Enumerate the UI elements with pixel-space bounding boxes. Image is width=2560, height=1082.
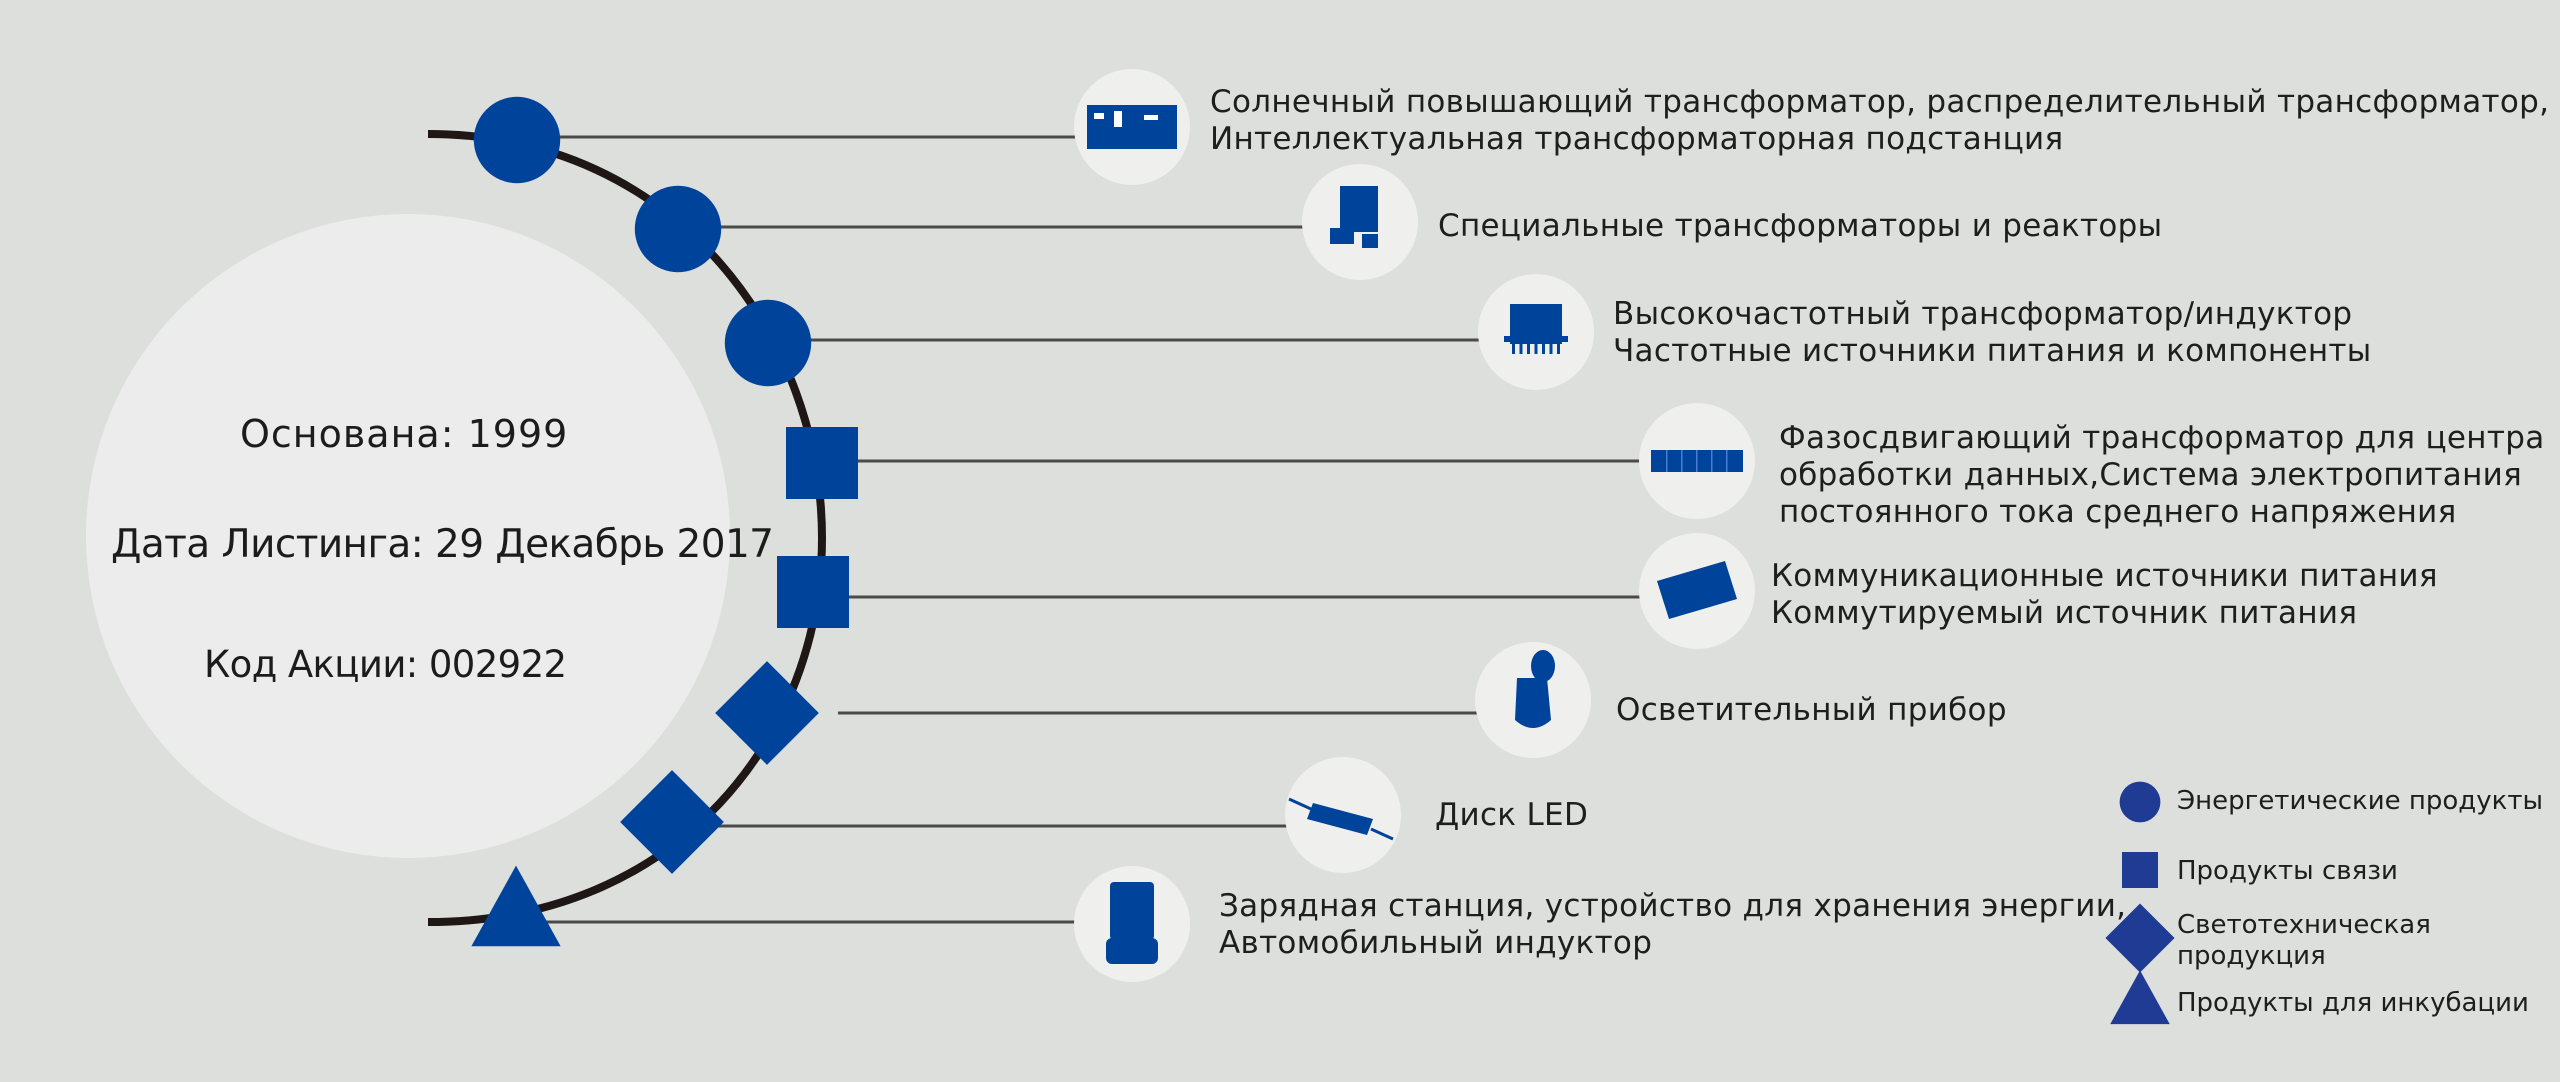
company-info-circle: [86, 214, 730, 858]
legend-marker-circle: [2119, 781, 2161, 823]
marker-diamond: [715, 661, 819, 765]
product-label: Специальные трансформаторы и реакторы: [1438, 208, 2162, 245]
legend-label: Энергетические продукты: [2177, 786, 2543, 817]
product-label-line: Коммуникационные источники питания: [1771, 558, 2438, 594]
hf-transformer-icon: [1478, 274, 1594, 390]
legend-marker-square: [2122, 852, 2158, 888]
legend-label-line: продукция: [2177, 941, 2326, 971]
founded-text: Основана: 1999: [240, 412, 569, 456]
marker-diamond: [620, 770, 724, 874]
product-label-line: Частотные источники питания и компоненты: [1613, 333, 2372, 369]
legend-label: Продукты связи: [2177, 856, 2398, 887]
marker-circle: [473, 96, 561, 184]
product-label-line: Коммутируемый источник питания: [1771, 595, 2358, 631]
timeline-arc: [427, 130, 827, 926]
phase-shift-transformer-icon: [1639, 403, 1755, 519]
legend-label: Продукты для инкубации: [2177, 988, 2529, 1019]
product-label-line: Зарядная станция, устройство для хранени…: [1219, 888, 2127, 924]
product-label-line: Специальные трансформаторы и реакторы: [1438, 208, 2163, 244]
product-label-line: Высокочастотный трансформатор/индуктор: [1613, 296, 2353, 332]
product-label: Диск LED: [1435, 797, 1588, 834]
marker-circle: [634, 185, 722, 273]
marker-circle: [724, 299, 812, 387]
product-label: Солнечный повышающий трансформатор, расп…: [1210, 84, 2549, 158]
legend-label-line: Энергетические продукты: [2177, 786, 2544, 816]
stock-code-text: Код Акции: 002922: [204, 643, 567, 686]
led-driver-icon: [1285, 757, 1401, 873]
lighting-fixture-icon: [1475, 642, 1591, 758]
legend-marker-triangle: [2110, 970, 2170, 1025]
listing-date-text: Дата Листинга: 29 Декабрь 2017: [111, 522, 774, 567]
product-label-line: обработки данных,Система электропитания: [1779, 457, 2523, 493]
product-label: Зарядная станция, устройство для хранени…: [1219, 888, 2126, 962]
product-label-line: Интеллектуальная трансформаторная подста…: [1210, 121, 2064, 157]
product-label-line: постоянного тока среднего напряжения: [1779, 494, 2457, 530]
marker-square: [786, 427, 858, 499]
legend-label-line: Светотехническая: [2177, 910, 2431, 940]
product-label-line: Автомобильный индуктор: [1219, 925, 1653, 961]
legend-marker-diamond: [2105, 903, 2175, 973]
marker-triangle: [471, 865, 561, 947]
marker-square: [777, 556, 849, 628]
legend-label-line: Продукты связи: [2177, 856, 2398, 886]
product-label-line: Диск LED: [1435, 797, 1589, 833]
product-label-line: Солнечный повышающий трансформатор, расп…: [1210, 84, 2550, 120]
legend-label-line: Продукты для инкубации: [2177, 988, 2529, 1018]
product-label: Осветительный прибор: [1616, 692, 2007, 729]
product-label-line: Осветительный прибор: [1616, 692, 2007, 728]
power-supply-icon: [1639, 533, 1755, 649]
product-label-line: Фазосдвигающий трансформатор для центра: [1779, 420, 2545, 456]
special-transformer-icon: [1302, 164, 1418, 280]
solar-transformer-icon: [1074, 69, 1190, 185]
charging-station-icon: [1074, 866, 1190, 982]
